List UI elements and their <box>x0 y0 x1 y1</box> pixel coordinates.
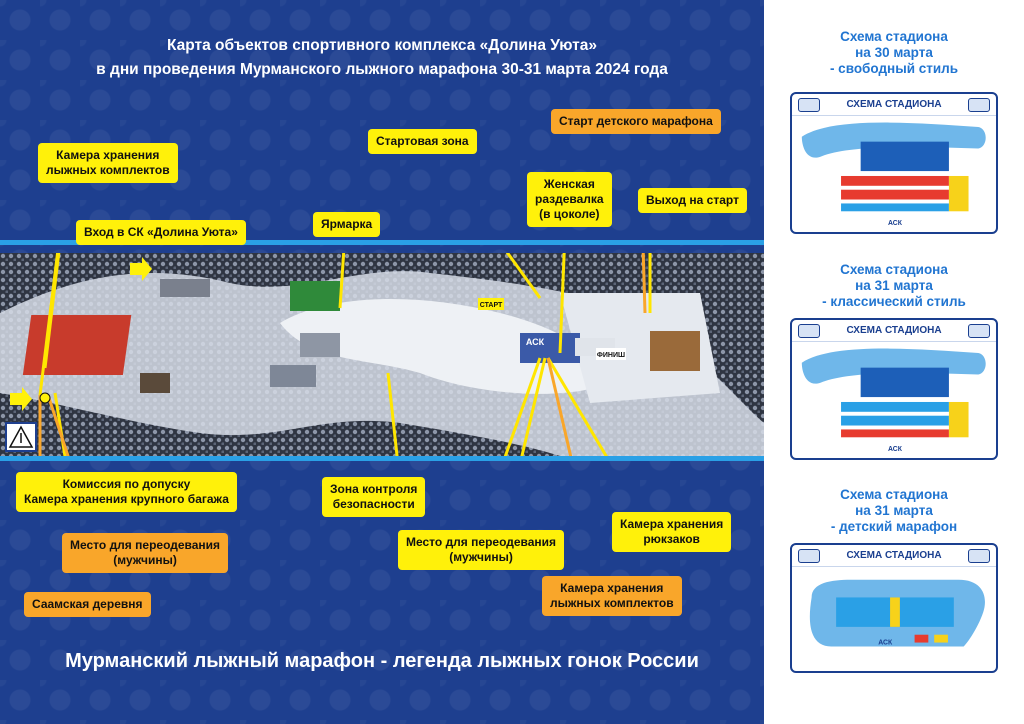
label-fair: Ярмарка <box>313 212 381 237</box>
scheme-2-header-text: СХЕМА СТАДИОНА <box>846 325 942 336</box>
scheme-3-header: СХЕМА СТАДИОНА <box>792 545 996 567</box>
label-ski-storage-top: Камера хранения лыжных комплектов <box>38 143 178 183</box>
scheme-2-drawing: АСК <box>801 348 986 453</box>
label-women-room: Женская раздевалка (в цоколе) <box>527 172 612 227</box>
map-title: Карта объектов спортивного комплекса «До… <box>0 34 764 82</box>
scheme-1-card: СХЕМА СТАДИОНА АСК <box>790 92 998 234</box>
label-men-changing-left: Место для переодевания (мужчины) <box>62 533 229 573</box>
marathon-logo-icon <box>798 324 820 338</box>
label-ski-storage-bottom: Камера хранения лыжных комплектов <box>542 576 682 616</box>
footer-slogan: Мурманский лыжный марафон - легенда лыжн… <box>65 650 699 672</box>
scheme-1-title: Схема стадиона на 30 марта - свободный с… <box>829 29 959 76</box>
partner-logo-icon <box>968 324 990 338</box>
map-start-sign: СТАРТ <box>480 302 503 309</box>
scheme-1-ask: АСК <box>888 220 903 227</box>
scheme-2-ask: АСК <box>888 446 903 453</box>
scheme-3-drawing: АСК <box>809 579 985 647</box>
map-title-line1: Карта объектов спортивного комплекса «До… <box>166 37 597 54</box>
map-pin-icon <box>39 392 51 404</box>
aerial-map: СТАРТ ФИНИШ АСК <box>0 253 764 456</box>
scheme-2-header: СХЕМА СТАДИОНА <box>792 320 996 342</box>
aerial-map-drawing: СТАРТ ФИНИШ АСК <box>0 253 764 456</box>
label-backpack-storage: Камера хранения рюкзаков <box>612 512 732 552</box>
bottom-band <box>0 456 764 461</box>
scheme-3-ask: АСК <box>878 640 893 647</box>
label-commission: Комиссия по допуску Камера хранения круп… <box>16 472 237 512</box>
marathon-logo-icon <box>798 98 820 112</box>
partner-logo-icon <box>968 549 990 563</box>
label-kids-start: Старт детского марафона <box>551 109 721 134</box>
partner-logo-icon <box>968 98 990 112</box>
label-security: Зона контроля безопасности <box>322 477 426 517</box>
scheme-1-drawing: АСК <box>801 122 986 227</box>
pedestrian-sign-icon <box>5 422 37 452</box>
scheme-1-header: СХЕМА СТАДИОНА <box>792 94 996 116</box>
scheme-2-card: СХЕМА СТАДИОНА АСК <box>790 318 998 460</box>
entrance-arrow-icon <box>130 257 152 281</box>
scheme-3-header-text: СХЕМА СТАДИОНА <box>846 550 942 561</box>
pointer-lines <box>38 253 652 456</box>
label-men-changing-mid: Место для переодевания (мужчины) <box>398 530 565 570</box>
scheme-1-header-text: СХЕМА СТАДИОНА <box>846 99 942 110</box>
marathon-logo-icon <box>798 549 820 563</box>
pointer-lines-orange <box>38 253 647 456</box>
map-title-line2: в дни проведения Мурманского лыжного мар… <box>96 61 668 78</box>
map-ask-sign: АСК <box>526 337 545 347</box>
scheme-3-title: Схема стадиона на 31 марта - детский мар… <box>830 487 958 534</box>
scheme-3-card: СХЕМА СТАДИОНА АСК <box>790 543 998 673</box>
label-exit-to-start: Выход на старт <box>638 188 747 213</box>
arrow-right-icon <box>10 387 32 411</box>
label-sami-village: Саамская деревня <box>24 592 151 617</box>
scheme-2-title: Схема стадиона на 31 марта - классически… <box>822 262 966 309</box>
map-finish-sign: ФИНИШ <box>597 352 625 359</box>
map-panel: Карта объектов спортивного комплекса «До… <box>0 0 764 724</box>
label-start-zone: Стартовая зона <box>368 129 477 154</box>
stadium-schemes-panel: Схема стадиона на 30 марта - свободный с… <box>764 0 1024 724</box>
label-entrance: Вход в СК «Долина Уюта» <box>76 220 246 245</box>
top-band <box>0 240 764 245</box>
